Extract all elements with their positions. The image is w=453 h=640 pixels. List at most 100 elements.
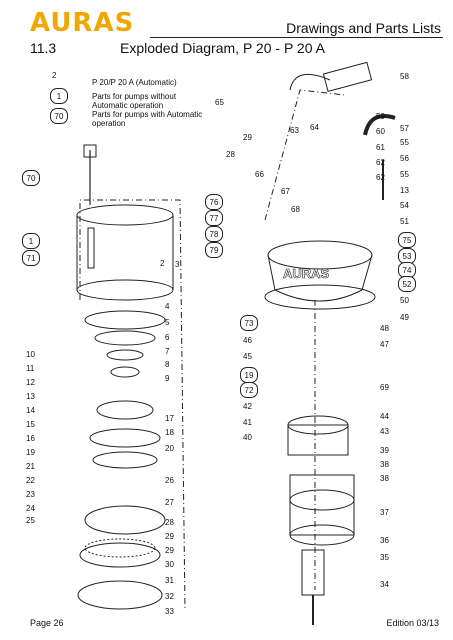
section-title: Exploded Diagram, P 20 - P 20 A <box>120 40 325 56</box>
part-label: 45 <box>243 352 252 361</box>
part-label: 29 <box>243 133 252 142</box>
part-label: 12 <box>26 378 35 387</box>
part-label: 58 <box>400 72 409 81</box>
part-label: 5 <box>165 318 170 327</box>
legend-key-2: 2 <box>52 71 57 80</box>
part-label: 44 <box>380 412 389 421</box>
part-label: 41 <box>243 418 252 427</box>
part-label: 57 <box>400 124 409 133</box>
part-label: 60 <box>376 127 385 136</box>
part-label: 33 <box>165 607 174 616</box>
part-label: 22 <box>26 476 35 485</box>
legend-key-1: 1 <box>50 88 68 104</box>
part-label: 55 <box>400 170 409 179</box>
part-label: 49 <box>400 313 409 322</box>
part-label: 25 <box>26 516 35 525</box>
part-label: 21 <box>26 462 35 471</box>
part-label: 15 <box>26 420 35 429</box>
part-label: 8 <box>165 360 170 369</box>
legend-key-70: 70 <box>50 108 68 124</box>
part-label-circled: 19 <box>240 367 258 383</box>
part-label: 66 <box>255 170 264 179</box>
part-label: 51 <box>400 217 409 226</box>
part-label: 13 <box>26 392 35 401</box>
part-label-circled: 77 <box>205 210 223 226</box>
part-label: 36 <box>380 536 389 545</box>
part-label: 69 <box>380 383 389 392</box>
part-label: 42 <box>243 402 252 411</box>
part-label-circled: 79 <box>205 242 223 258</box>
part-label: 6 <box>165 333 170 342</box>
part-label: 28 <box>226 150 235 159</box>
part-label: 39 <box>380 446 389 455</box>
part-label: 18 <box>165 428 174 437</box>
part-label-circled: 71 <box>22 250 40 266</box>
part-label: 54 <box>400 201 409 210</box>
part-label: 43 <box>380 427 389 436</box>
part-label: 9 <box>165 374 170 383</box>
part-label: 16 <box>26 434 35 443</box>
part-label: 59 <box>376 112 385 121</box>
part-label: 64 <box>310 123 319 132</box>
brand-logo: AURAS <box>30 8 135 38</box>
part-label: 63 <box>290 126 299 135</box>
part-label: 32 <box>165 592 174 601</box>
part-label-circled: 74 <box>398 262 416 278</box>
header-rule <box>150 37 443 38</box>
part-label: 68 <box>291 205 300 214</box>
svg-text:AURAS: AURAS <box>283 266 330 281</box>
part-label-circled: 70 <box>22 170 40 186</box>
part-label: 29 <box>165 532 174 541</box>
part-label: 30 <box>165 560 174 569</box>
part-label: 28 <box>165 518 174 527</box>
part-label: 55 <box>400 138 409 147</box>
edition-label: Edition 03/13 <box>386 618 439 628</box>
legend-text-with-auto: Parts for pumps with Automatic operation <box>92 110 203 128</box>
part-label: 62 <box>376 158 385 167</box>
part-label-circled: 75 <box>398 232 416 248</box>
part-label-circled: 78 <box>205 226 223 242</box>
part-label: 27 <box>165 498 174 507</box>
part-label: 17 <box>165 414 174 423</box>
part-label: 2 <box>160 259 165 268</box>
part-label: 40 <box>243 433 252 442</box>
part-label: 20 <box>165 444 174 453</box>
part-label-circled: 1 <box>22 233 40 249</box>
part-label: 48 <box>380 324 389 333</box>
part-label: 13 <box>400 186 409 195</box>
part-label-circled: 76 <box>205 194 223 210</box>
legend-text-without-auto: Parts for pumps without Automatic operat… <box>92 92 177 110</box>
part-label-circled: 73 <box>240 315 258 331</box>
page-number: Page 26 <box>30 618 64 628</box>
part-label: 62 <box>376 173 385 182</box>
part-label: 34 <box>380 580 389 589</box>
part-label: 19 <box>26 448 35 457</box>
part-label: 37 <box>380 508 389 517</box>
page-title: Drawings and Parts Lists <box>286 20 441 36</box>
part-label: 67 <box>281 187 290 196</box>
part-label: 38 <box>380 474 389 483</box>
part-label-circled: 52 <box>398 276 416 292</box>
part-label: 23 <box>26 490 35 499</box>
part-label: 11 <box>26 364 35 373</box>
part-label: 3 <box>175 260 180 269</box>
part-label: 26 <box>165 476 174 485</box>
part-label: 56 <box>400 154 409 163</box>
part-label: 47 <box>380 340 389 349</box>
part-label: 10 <box>26 350 35 359</box>
part-label: 4 <box>165 302 170 311</box>
section-number: 11.3 <box>30 40 57 56</box>
legend-text-model: P 20/P 20 A (Automatic) <box>92 78 177 87</box>
part-label-circled: 72 <box>240 382 258 398</box>
part-label: 46 <box>243 336 252 345</box>
part-label: 29 <box>165 546 174 555</box>
part-label: 24 <box>26 504 35 513</box>
part-label: 38 <box>380 460 389 469</box>
part-label: 35 <box>380 553 389 562</box>
part-label: 65 <box>215 98 224 107</box>
part-label: 50 <box>400 296 409 305</box>
part-label: 31 <box>165 576 174 585</box>
part-label: 61 <box>376 143 385 152</box>
part-label: 7 <box>165 347 170 356</box>
